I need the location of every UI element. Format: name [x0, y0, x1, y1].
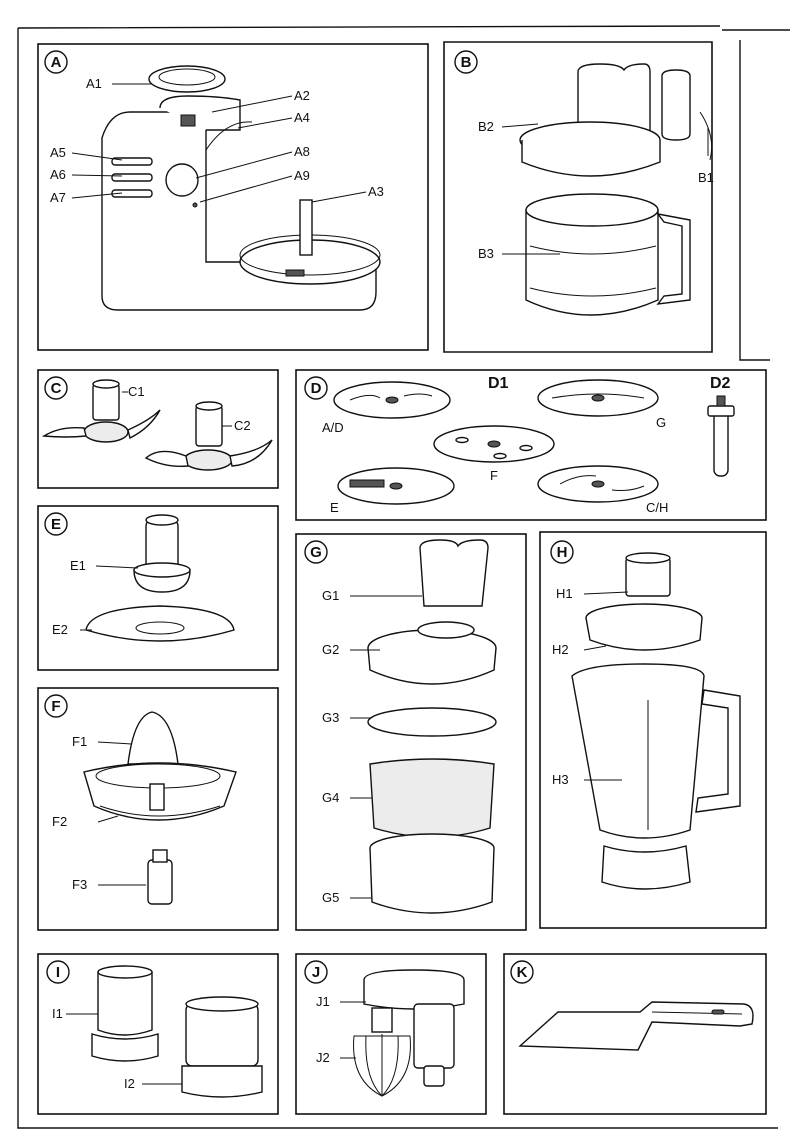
label-e-disc: E	[330, 500, 339, 515]
disc-e-illustration	[338, 468, 454, 504]
label-a6: A6	[50, 167, 66, 182]
label-a9: A9	[294, 168, 310, 183]
label-a1: A1	[86, 76, 102, 91]
label-ch: C/H	[646, 500, 668, 515]
disc-ch-illustration	[538, 466, 658, 502]
label-a7: A7	[50, 190, 66, 205]
panel-b-letter: B	[461, 54, 472, 71]
panel-g: G G1 G2 G3 G4 G5	[296, 534, 526, 930]
label-f1: F1	[72, 734, 87, 749]
label-b1: B1	[698, 170, 714, 185]
panel-e-letter: E	[51, 516, 61, 533]
disc-g-illustration	[538, 380, 658, 416]
panel-h-letter: H	[557, 544, 568, 561]
panel-i-letter: I	[56, 964, 60, 981]
label-j2: J2	[316, 1050, 330, 1065]
label-g4: G4	[322, 790, 339, 805]
panel-j-letter: J	[312, 964, 320, 981]
label-b2: B2	[478, 119, 494, 134]
label-a2: A2	[294, 88, 310, 103]
adjacent-page-edge	[722, 30, 790, 360]
disc-f-illustration	[434, 426, 554, 462]
panel-i: I I1 I2	[38, 954, 278, 1114]
panel-d: D	[296, 370, 766, 520]
label-b3: B3	[478, 246, 494, 261]
label-g5: G5	[322, 890, 339, 905]
label-g-disc: G	[656, 415, 666, 430]
label-g3: G3	[322, 710, 339, 725]
panel-a: A A1	[38, 44, 428, 350]
mill-i2-illustration	[182, 997, 262, 1097]
label-f-disc: F	[490, 468, 498, 483]
label-a3: A3	[368, 184, 384, 199]
label-e1: E1	[70, 558, 86, 573]
label-i1: I1	[52, 1006, 63, 1021]
panel-e: E E1 E2	[38, 506, 278, 670]
label-j1: J1	[316, 994, 330, 1009]
panel-b: B B2 B1 B3	[444, 42, 714, 352]
label-ad: A/D	[322, 420, 344, 435]
label-h3: H3	[552, 772, 569, 787]
label-f2: F2	[52, 814, 67, 829]
label-a5: A5	[50, 145, 66, 160]
panel-d-letter: D	[311, 380, 322, 397]
label-c1: C1	[128, 384, 145, 399]
label-h2: H2	[552, 642, 569, 657]
panel-f-letter: F	[51, 698, 60, 715]
panel-k: K	[504, 954, 766, 1114]
label-c2: C2	[234, 418, 251, 433]
label-g2: G2	[322, 642, 339, 657]
panel-k-letter: K	[517, 964, 528, 981]
panel-c: C C1 C2	[38, 370, 278, 488]
label-h1: H1	[556, 586, 573, 601]
label-f3: F3	[72, 877, 87, 892]
label-g1: G1	[322, 588, 339, 603]
label-e2: E2	[52, 622, 68, 637]
label-d1: D1	[488, 375, 509, 392]
panel-g-letter: G	[310, 544, 322, 561]
label-d2: D2	[710, 375, 731, 392]
label-a4: A4	[294, 110, 310, 125]
label-i2: I2	[124, 1076, 135, 1091]
panel-a-letter: A	[51, 54, 62, 71]
panel-h: H H1 H2 H3	[540, 532, 766, 928]
disc-ad-illustration	[334, 382, 450, 418]
panel-c-letter: C	[51, 380, 62, 397]
panel-j: J J1 J2	[296, 954, 486, 1114]
label-a8: A8	[294, 144, 310, 159]
panel-f: F F1 F2 F3	[38, 688, 278, 930]
mill-i1-illustration	[92, 966, 158, 1061]
